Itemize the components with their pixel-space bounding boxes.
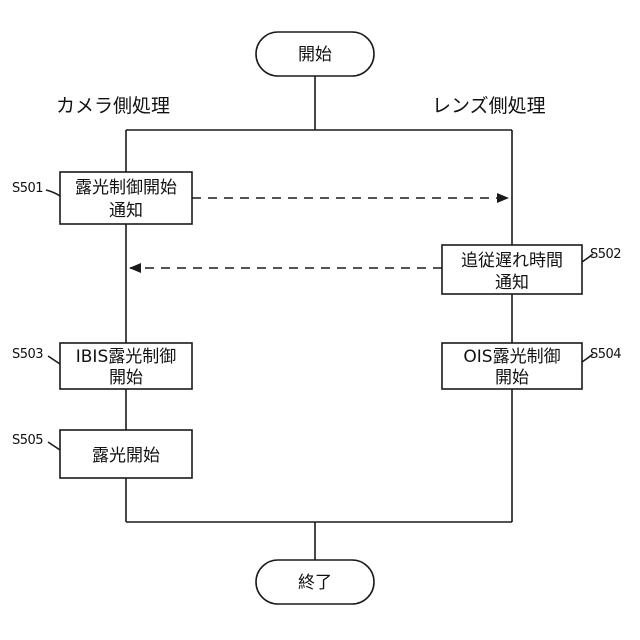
start-label: 開始 — [298, 45, 332, 65]
step-s503-line2: 開始 — [109, 368, 143, 388]
step-s502-line1: 追従遅れ時間 — [461, 251, 563, 271]
camera-lane-title: カメラ側処理 — [56, 95, 170, 117]
step-s505-line1: 露光開始 — [92, 446, 160, 466]
step-s501-leader — [46, 190, 60, 196]
step-s503-leader — [48, 356, 60, 364]
lens-lane-title: レンズ側処理 — [432, 95, 546, 117]
step-s504-id: S504 — [590, 347, 621, 362]
step-s501-line2: 通知 — [109, 201, 143, 221]
step-s501-line1: 露光制御開始 — [75, 178, 177, 198]
step-s504-line2: 開始 — [495, 368, 529, 388]
step-s503-id: S503 — [12, 347, 43, 362]
step-s503-line1: IBIS露光制御 — [76, 347, 176, 367]
step-s501-id: S501 — [12, 181, 43, 196]
step-s505-id: S505 — [12, 433, 43, 448]
step-s502-line2: 通知 — [495, 273, 529, 293]
step-s504-line1: OIS露光制御 — [463, 347, 560, 367]
end-label: 終了 — [298, 573, 332, 593]
step-s505-leader — [48, 442, 60, 450]
step-s502-id: S502 — [590, 247, 621, 262]
